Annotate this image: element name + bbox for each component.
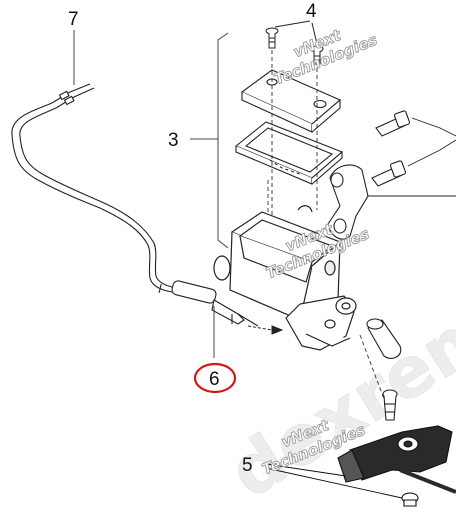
cover-screws xyxy=(265,20,324,65)
pivot-bolt xyxy=(382,389,398,421)
reservoir-cap xyxy=(240,69,342,133)
clamp-bolts xyxy=(371,110,456,187)
wire-harness xyxy=(11,83,259,327)
callout-5: 5 xyxy=(242,455,253,476)
rubber-boot xyxy=(366,318,402,359)
handlebar-clamp xyxy=(327,164,456,240)
callout-6-highlight-ring xyxy=(193,362,237,394)
watermark-top: vNext Technologies xyxy=(271,25,380,89)
brake-lever xyxy=(265,425,456,507)
callout-3: 3 xyxy=(168,130,179,151)
callout-6: 6 xyxy=(209,369,220,390)
callout-7: 7 xyxy=(68,9,79,30)
insertion-arrow xyxy=(247,325,284,335)
callout-4: 4 xyxy=(306,1,317,22)
master-cylinder-body xyxy=(213,205,357,351)
assembly-bracket xyxy=(190,32,229,249)
reservoir-diaphragm xyxy=(234,121,344,185)
